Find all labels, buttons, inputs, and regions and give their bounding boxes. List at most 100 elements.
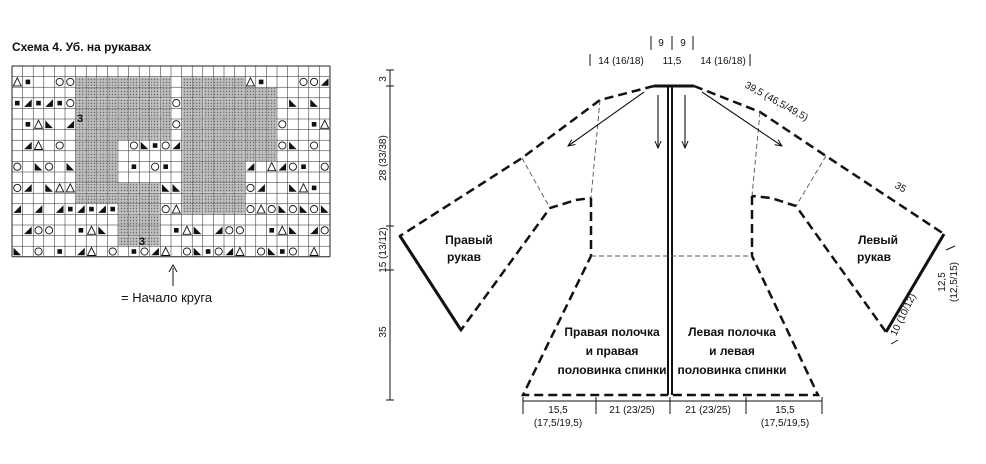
chart-symbol-dot	[280, 249, 285, 254]
chart-cell-shaded	[192, 130, 203, 140]
chart-symbol-decrease-left	[140, 141, 149, 150]
chart-symbol-dot	[78, 228, 84, 233]
chart-symbol-yarnover	[108, 247, 117, 256]
chart-symbol-dot	[110, 206, 115, 212]
chart-cell-shaded	[214, 162, 224, 172]
chart-cell-shaded	[214, 140, 224, 151]
chart-cell-shaded	[139, 225, 150, 235]
chart-cell-shaded	[267, 140, 277, 151]
chart-cell-shaded	[235, 87, 245, 98]
chart-cell-shaded	[76, 87, 86, 98]
chart-symbol-dot	[25, 79, 31, 85]
chart-cell-shaded	[108, 183, 118, 193]
chart-symbol-yarnover	[140, 247, 149, 256]
chart-cell-shaded	[224, 204, 234, 214]
chart-cell-shaded	[214, 119, 224, 129]
chart-cell-shaded	[150, 87, 160, 98]
piece-labels: Правый рукав Левый рукав Правая полочка …	[445, 233, 898, 377]
chart-symbol-yarnover	[267, 205, 276, 214]
chart-cell-shaded	[203, 140, 213, 151]
chart-symbol-triangle	[86, 225, 97, 235]
chart-cell-shaded	[267, 98, 277, 108]
chart-symbol-triangle	[266, 161, 277, 172]
chart-cell-shaded	[161, 87, 171, 98]
chart-symbol-decrease-left	[98, 226, 106, 235]
chart-cell-shaded	[129, 225, 139, 235]
dim-right-shoulder: 14 (16/18)	[700, 56, 746, 67]
dim-neck-a: 9	[658, 38, 664, 49]
chart-cell-shaded	[150, 77, 160, 87]
chart-cell-shaded	[256, 87, 266, 98]
chart-cell-shaded	[235, 151, 245, 161]
chart-cell-shaded	[76, 162, 86, 172]
chart-cell-shaded	[182, 130, 192, 140]
chart-cell-shaded	[150, 225, 160, 235]
chart-symbol-yarnover	[288, 162, 297, 171]
chart-cell-shaded	[192, 193, 203, 204]
chart-symbol-decrease-left	[289, 141, 297, 150]
chart-cell-shaded	[108, 77, 118, 87]
chart-cell-shaded	[118, 109, 128, 119]
chart-cell-shaded	[108, 140, 118, 151]
chart-cell-shaded	[192, 77, 203, 87]
chart-cell-shaded	[224, 87, 234, 98]
chart-symbol-triangle	[65, 182, 76, 193]
chart-cell-shaded	[76, 172, 86, 182]
dim-cuff-outer-main: 12,5	[937, 272, 948, 292]
chart-cell-shaded	[150, 193, 160, 204]
chart-cell-shaded	[129, 215, 139, 225]
chart-symbol-decrease-left	[267, 247, 276, 256]
chart-cell-shaded	[203, 193, 213, 204]
chart-cell-shaded	[245, 109, 256, 119]
chart-symbol-decrease-right	[13, 205, 22, 213]
chart-symbol-triangle	[277, 225, 288, 235]
label-left-sleeve-2: рукав	[857, 250, 891, 264]
bottom-dimension-line	[522, 397, 823, 414]
chart-symbol-triangle	[319, 119, 330, 129]
chart-cell-shaded	[129, 98, 139, 108]
chart-symbol-yarnover	[161, 141, 170, 150]
chart-cell-shaded	[139, 204, 150, 214]
chart-cell-shaded	[161, 98, 171, 108]
dim-bottom-1-main: 15,5	[548, 405, 568, 416]
chart-symbol-triangle	[86, 246, 97, 256]
chart-cell-shaded	[150, 215, 160, 225]
chart-symbol-decrease-right	[257, 184, 265, 192]
chart-cell-shaded	[139, 130, 150, 140]
chart-symbol-decrease-left	[310, 99, 318, 107]
chart-cell-shaded	[76, 109, 86, 119]
chart-symbol-yarnover	[161, 205, 170, 214]
chart-symbol-triangle	[33, 140, 44, 150]
chart-symbol-decrease-right	[77, 205, 85, 213]
chart-cell-shaded	[150, 236, 160, 246]
chart-symbol-decrease-right	[45, 99, 53, 107]
chart-symbol-yarnover	[13, 183, 22, 192]
chart-cell-shaded	[150, 119, 160, 129]
chart-cell-shaded	[214, 193, 224, 204]
chart-symbol-triangle	[33, 119, 44, 129]
chart-symbol-yarnover	[151, 162, 160, 171]
cuff-dimension-ticks	[890, 245, 956, 345]
chart-cell-shaded	[150, 109, 160, 119]
chart-cell-shaded	[235, 140, 245, 151]
chart-cell-shaded	[224, 77, 234, 87]
chart-cell-shaded	[203, 130, 213, 140]
chart-cell-shaded	[76, 98, 86, 108]
chart-symbol-dot	[205, 249, 211, 254]
chart-cell-shaded	[139, 183, 150, 193]
chart-cell-shaded	[97, 119, 107, 129]
chart-symbol-yarnover	[320, 226, 329, 235]
chart-cell-shaded	[192, 162, 203, 172]
chart-symbol-decrease-right	[24, 99, 32, 107]
chart-cell-shaded	[150, 130, 160, 140]
chart-cell-shaded	[224, 183, 234, 193]
dim-cuff: 10 (10/12)	[889, 292, 919, 338]
chart-cell-shaded	[182, 151, 192, 161]
chart-cell-shaded	[86, 183, 97, 193]
dim-bottom-3-main: 21 (23/25)	[685, 405, 731, 416]
chart-cell-shaded	[214, 183, 224, 193]
chart-cell-shaded	[267, 151, 277, 161]
chart-cell-shaded	[224, 162, 234, 172]
chart-symbol-yarnover	[246, 183, 255, 192]
